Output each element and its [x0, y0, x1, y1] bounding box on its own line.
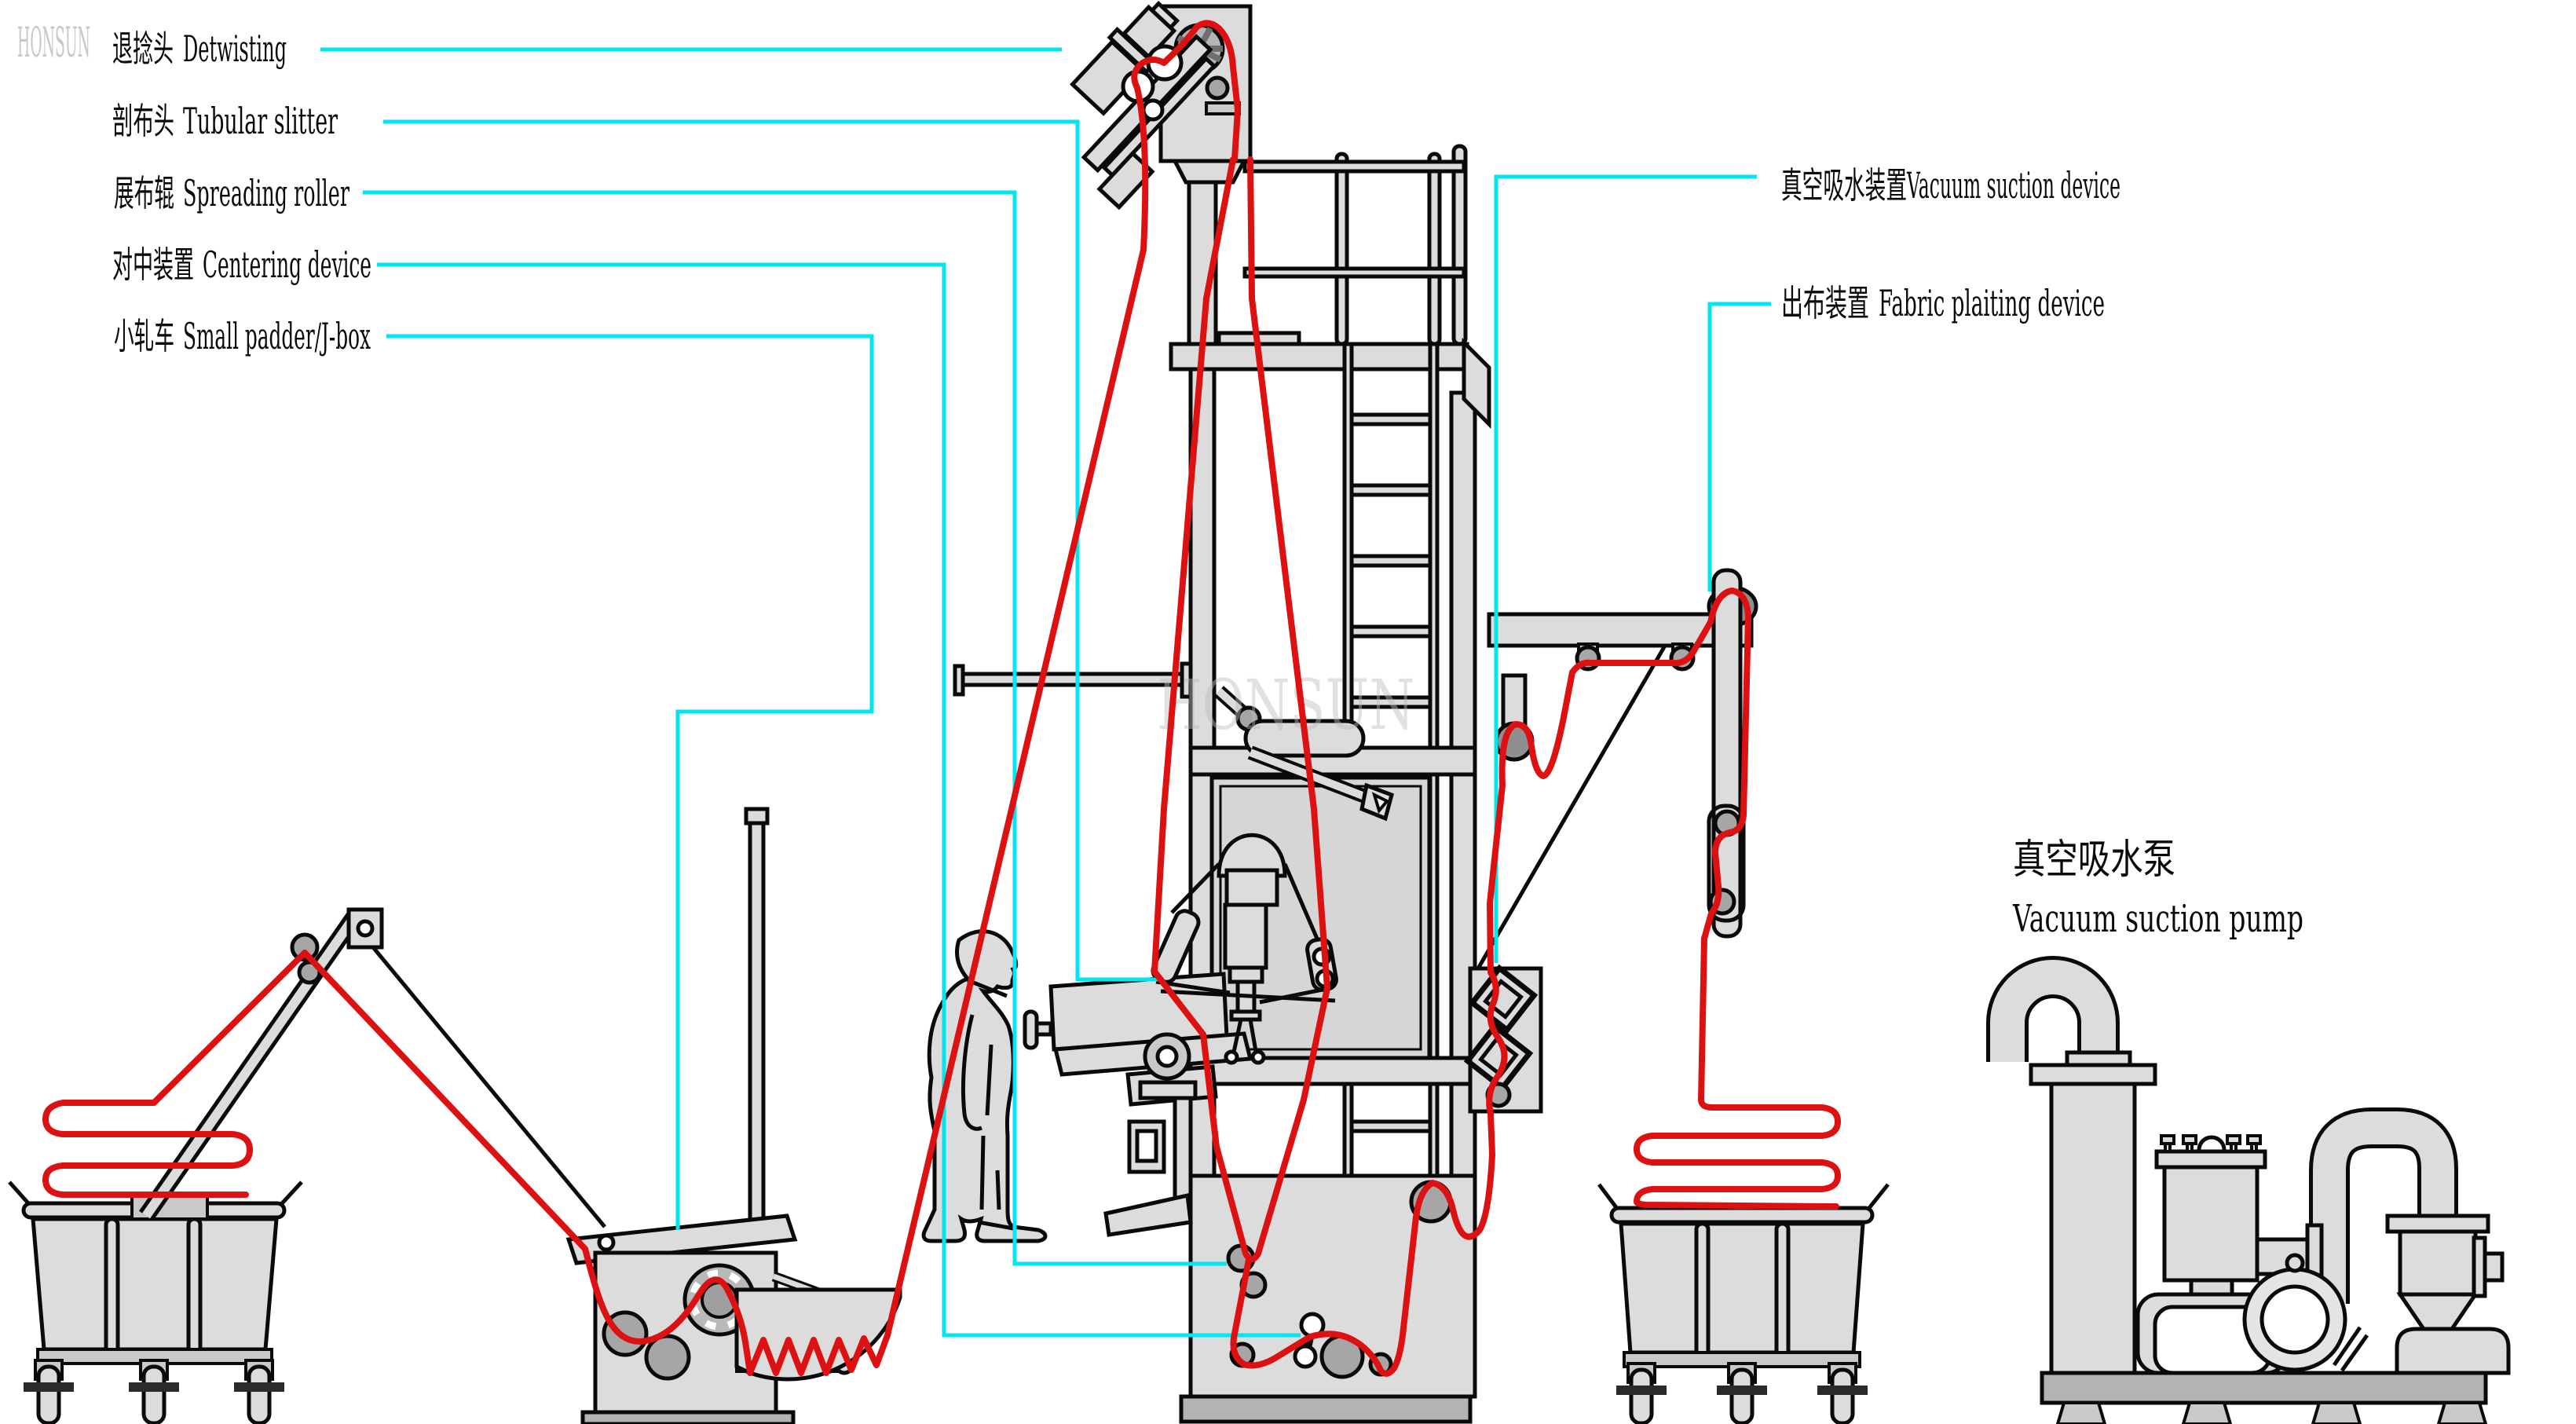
- padder-base: [580, 1410, 796, 1424]
- fabric-plaiting-device: [1707, 568, 1746, 939]
- drive-motor: [1103, 1032, 1198, 1237]
- guard-railing: [1242, 144, 1468, 346]
- vacuum-suction-pump: [1986, 956, 2511, 1424]
- arm-strut: [368, 941, 606, 1228]
- unwinding-arm: [130, 907, 606, 1228]
- brand-logo: HONSUN: [17, 20, 90, 67]
- bracket-hole: [356, 919, 375, 938]
- plaiting-post: [1711, 568, 1743, 939]
- lid-hole: [597, 1233, 616, 1252]
- unwind-pulley: [290, 932, 320, 962]
- centering-device: [1293, 1312, 1326, 1369]
- expander-cylinder: [1223, 902, 1268, 970]
- lid-bolts: [2160, 1134, 2262, 1153]
- watermark: HONSUN: [1157, 664, 1414, 745]
- leader-tubular-slitter: [383, 119, 1158, 982]
- leader-spreading-roller: [363, 190, 1227, 1266]
- operator-figure: [921, 929, 1048, 1243]
- cart-wheels: [24, 1359, 284, 1424]
- cart-rib: [186, 1217, 203, 1361]
- expander-dome: [1217, 833, 1287, 878]
- cart-body: [31, 1217, 279, 1352]
- fabric-trolley-left: [8, 1181, 303, 1424]
- leader-fabric-plaiting-device: [1707, 302, 1771, 591]
- leader-lines: [320, 47, 1771, 1338]
- cart-body: [1619, 1221, 1865, 1355]
- pump-label-zh: 真空吸水泵: [2013, 836, 2175, 884]
- pump-feet: [2055, 1401, 2488, 1424]
- cyclone-separator: [2385, 1214, 2511, 1375]
- arm: [142, 913, 359, 1219]
- detwisting-head: [1070, 0, 1253, 346]
- guide-boom: [953, 672, 1193, 687]
- padder-pole: [748, 816, 766, 1229]
- tower-base: [1179, 1394, 1473, 1424]
- label-vacuum-suction-device: 真空吸水装置Vacuum suction device: [1781, 164, 2120, 207]
- cart-rail: [1609, 1206, 1875, 1224]
- label-vacuum-suction-pump: 真空吸水泵 Vacuum suction pump: [2012, 836, 2303, 941]
- fabric-path-left: [42, 20, 1241, 1376]
- fabric-path-outfeed: [1230, 588, 1841, 1377]
- platform-slant: [1462, 337, 1491, 430]
- fabric-trolley-right: [1597, 1183, 1890, 1424]
- padder-roller: [644, 1334, 691, 1381]
- cart-wheels: [1616, 1362, 1868, 1424]
- pump-label-en: Vacuum suction pump: [2012, 897, 2303, 941]
- pantograph-expander: [1151, 833, 1338, 1065]
- leader-small-padder: [386, 334, 874, 1230]
- pump-base: [2040, 1371, 2488, 1405]
- leader-centering-device: [377, 262, 1301, 1338]
- operator-details: [961, 978, 1014, 1231]
- leader-vacuum-suction-device: [1494, 174, 1757, 963]
- beam-strut: [1473, 644, 1667, 976]
- fabric-path: [42, 20, 1841, 1377]
- filter-tank: [2049, 1080, 2137, 1375]
- platform: [1169, 342, 1469, 372]
- operator-silhouette: [921, 929, 1048, 1243]
- padder-pole-cap: [744, 807, 770, 825]
- cart-rib: [104, 1217, 120, 1361]
